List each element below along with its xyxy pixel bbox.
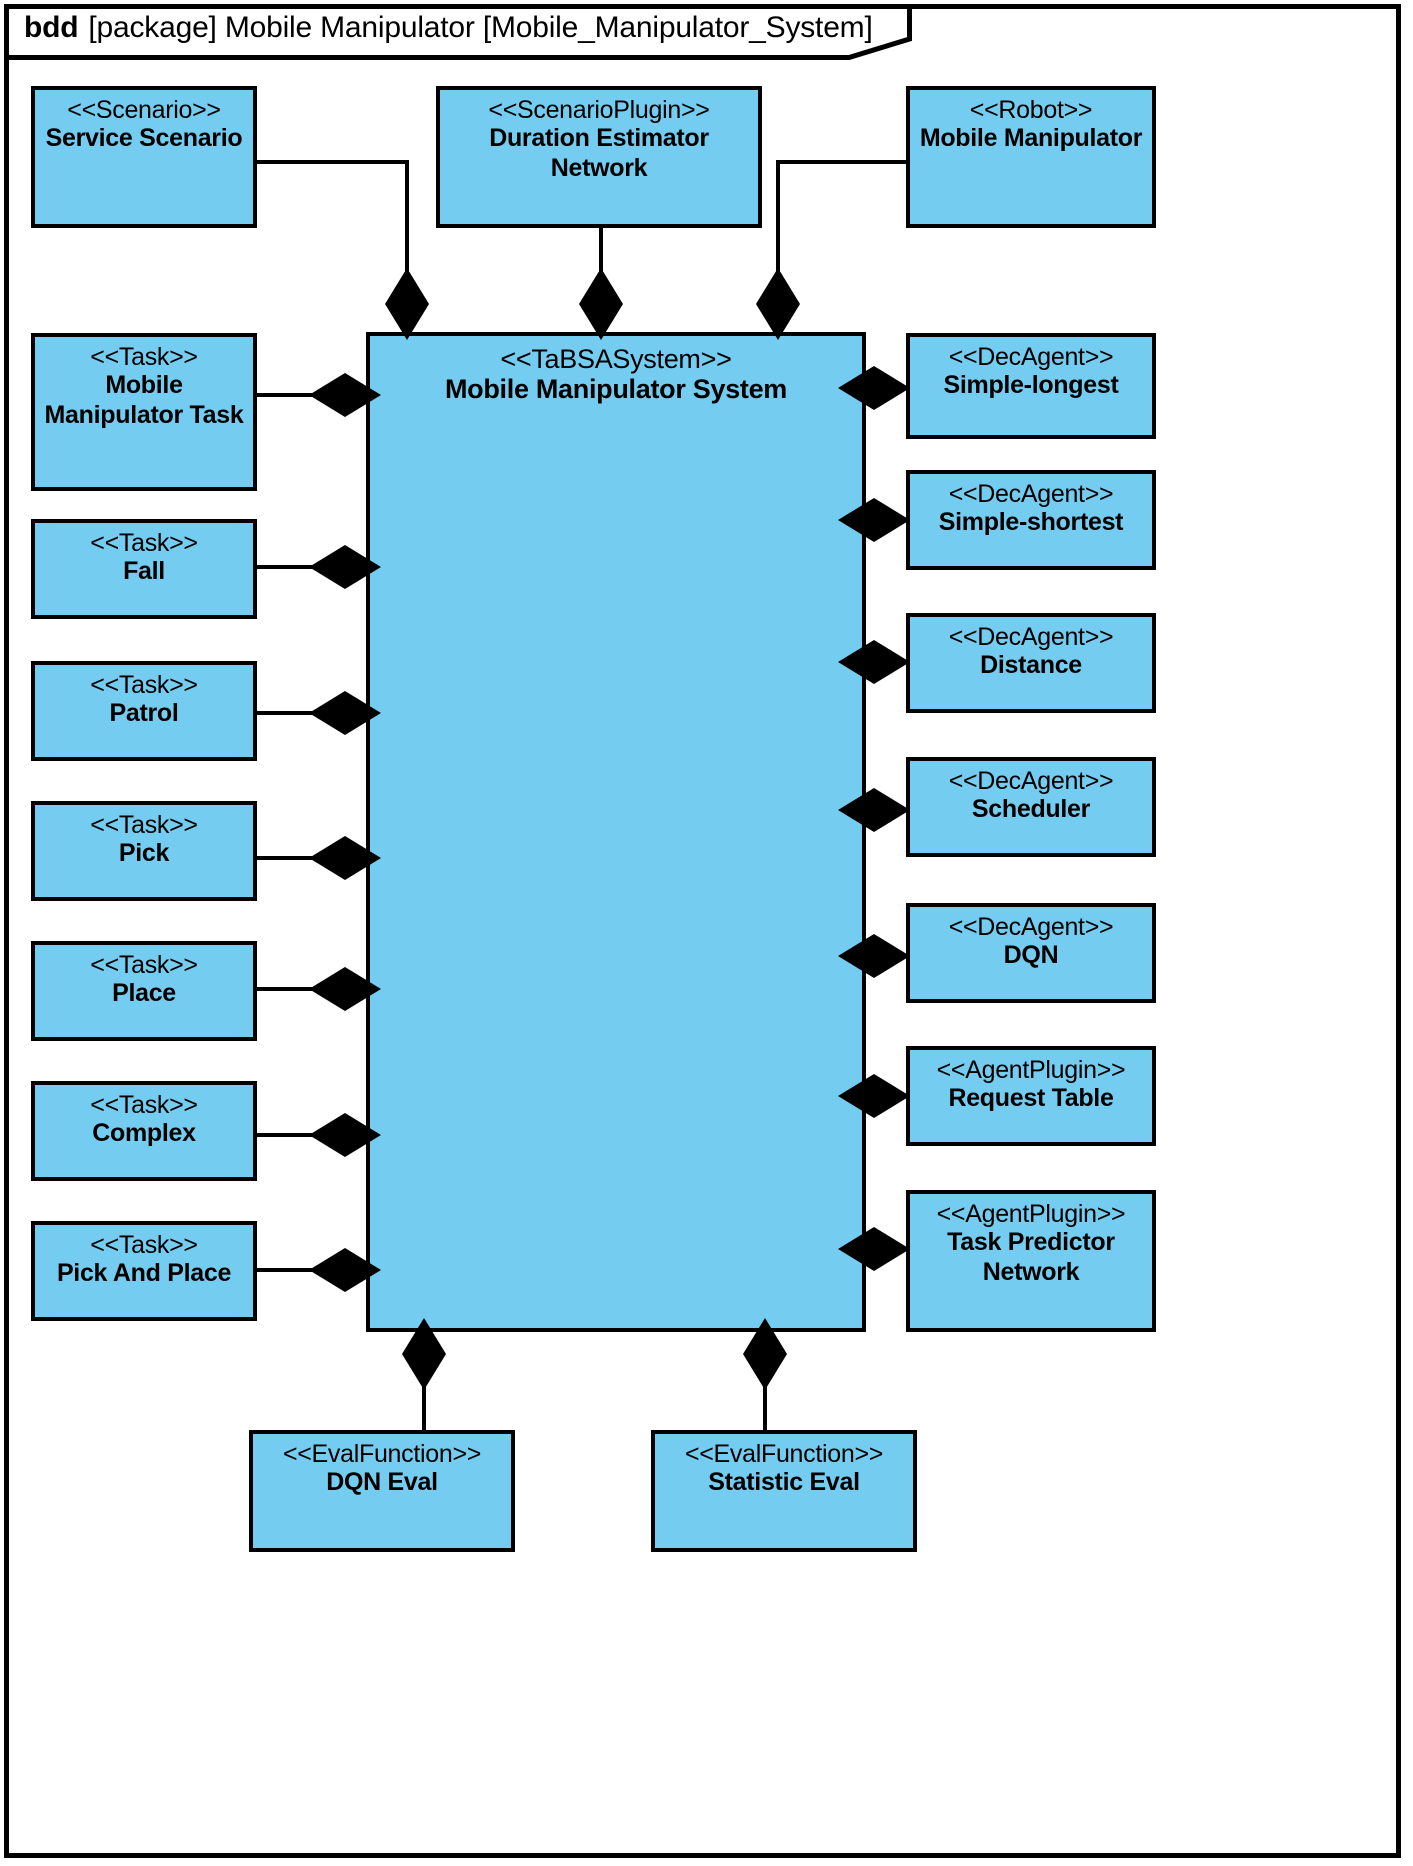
- block-stereotype: <<Task>>: [90, 951, 198, 979]
- block-name: Mobile Manipulator System: [444, 374, 788, 405]
- block-stereotype: <<DecAgent>>: [948, 623, 1114, 651]
- block-stereotype: <<DecAgent>>: [948, 767, 1114, 795]
- connector-task-fall: [257, 565, 315, 569]
- connector-task-mobile-manipulator-task: [257, 393, 315, 397]
- block-name: Place: [112, 979, 176, 1007]
- block-task-complex[interactable]: <<Task>> Complex: [31, 1081, 257, 1181]
- block-stereotype: <<Robot>>: [969, 96, 1093, 124]
- connector-task-pick-and-place: [257, 1268, 315, 1272]
- frame-header-label: bdd [package] Mobile Manipulator [Mobile…: [24, 0, 873, 56]
- block-task-pick-and-place[interactable]: <<Task>> Pick And Place: [31, 1221, 257, 1321]
- block-name: Mobile Manipulator: [919, 124, 1143, 152]
- connector-mobile-manipulator-vertical: [776, 160, 780, 282]
- block-mobile-manipulator-robot[interactable]: <<Robot>> Mobile Manipulator: [906, 86, 1156, 228]
- connector-eval-statistic-vertical: [763, 1382, 767, 1444]
- block-stereotype: <<EvalFunction>>: [282, 1440, 482, 1468]
- block-name: DQN Eval: [326, 1468, 438, 1496]
- diagram-kind-label: bdd: [24, 11, 79, 44]
- connector-task-patrol: [257, 711, 315, 715]
- block-name: Distance: [980, 651, 1082, 679]
- block-stereotype: <<AgentPlugin>>: [936, 1200, 1126, 1228]
- connector-task-complex: [257, 1133, 315, 1137]
- block-name: Pick And Place: [56, 1259, 232, 1287]
- block-stereotype: <<AgentPlugin>>: [936, 1056, 1126, 1084]
- connector-service-scenario-vertical: [405, 160, 409, 282]
- block-mobile-manipulator-system[interactable]: <<TaBSASystem>> Mobile Manipulator Syste…: [366, 332, 866, 1332]
- block-stereotype: <<TaBSASystem>>: [500, 344, 732, 374]
- block-name: Task Predictor Network: [947, 1228, 1115, 1286]
- block-stereotype: <<Task>>: [90, 671, 198, 699]
- block-name: Duration Estimator Network: [489, 124, 709, 182]
- connector-duration-estimator-vertical: [599, 228, 603, 282]
- diagram-title-label: [package] Mobile Manipulator [Mobile_Man…: [88, 11, 873, 44]
- block-task-fall[interactable]: <<Task>> Fall: [31, 519, 257, 619]
- block-task-place[interactable]: <<Task>> Place: [31, 941, 257, 1041]
- block-stereotype: <<DecAgent>>: [948, 913, 1114, 941]
- block-name: DQN: [1003, 941, 1059, 969]
- block-name: Simple-longest: [943, 371, 1119, 399]
- block-stereotype: <<Task>>: [90, 811, 198, 839]
- block-name: Patrol: [109, 699, 179, 727]
- block-stereotype: <<EvalFunction>>: [684, 1440, 884, 1468]
- block-stereotype: <<Task>>: [90, 529, 198, 557]
- connector-eval-dqn-vertical: [422, 1382, 426, 1444]
- block-stereotype: <<Scenario>>: [67, 96, 221, 124]
- block-name: Pick: [118, 839, 170, 867]
- block-name: Simple-shortest: [938, 508, 1124, 536]
- block-decagent-simple-longest[interactable]: <<DecAgent>> Simple-longest: [906, 333, 1156, 439]
- block-stereotype: <<DecAgent>>: [948, 480, 1114, 508]
- block-service-scenario[interactable]: <<Scenario>> Service Scenario: [31, 86, 257, 228]
- block-name: Fall: [123, 557, 165, 585]
- block-task-mobile-manipulator-task[interactable]: <<Task>> Mobile Manipulator Task: [31, 333, 257, 491]
- block-stereotype: <<Task>>: [90, 343, 198, 371]
- block-stereotype: <<Task>>: [90, 1091, 198, 1119]
- block-name: Request Table: [948, 1084, 1114, 1112]
- block-stereotype: <<Task>>: [90, 1231, 198, 1259]
- block-evalfunction-dqn-eval[interactable]: <<EvalFunction>> DQN Eval: [249, 1430, 515, 1552]
- block-stereotype: <<ScenarioPlugin>>: [488, 96, 710, 124]
- block-decagent-simple-shortest[interactable]: <<DecAgent>> Simple-shortest: [906, 470, 1156, 570]
- block-agentplugin-task-predictor-network[interactable]: <<AgentPlugin>> Task Predictor Network: [906, 1190, 1156, 1332]
- block-duration-estimator-network[interactable]: <<ScenarioPlugin>> Duration Estimator Ne…: [436, 86, 762, 228]
- connector-task-place: [257, 987, 315, 991]
- block-decagent-scheduler[interactable]: <<DecAgent>> Scheduler: [906, 757, 1156, 857]
- block-name: Mobile Manipulator Task: [44, 371, 244, 429]
- block-decagent-dqn[interactable]: <<DecAgent>> DQN: [906, 903, 1156, 1003]
- block-evalfunction-statistic-eval[interactable]: <<EvalFunction>> Statistic Eval: [651, 1430, 917, 1552]
- connector-task-pick: [257, 856, 315, 860]
- block-agentplugin-request-table[interactable]: <<AgentPlugin>> Request Table: [906, 1046, 1156, 1146]
- block-task-patrol[interactable]: <<Task>> Patrol: [31, 661, 257, 761]
- block-name: Complex: [92, 1119, 196, 1147]
- block-name: Scheduler: [971, 795, 1091, 823]
- connector-service-scenario-horizontal: [257, 160, 409, 164]
- block-task-pick[interactable]: <<Task>> Pick: [31, 801, 257, 901]
- block-stereotype: <<DecAgent>>: [948, 343, 1114, 371]
- block-name: Statistic Eval: [708, 1468, 860, 1496]
- block-decagent-distance[interactable]: <<DecAgent>> Distance: [906, 613, 1156, 713]
- connector-mobile-manipulator-horizontal: [776, 160, 908, 164]
- block-name: Service Scenario: [45, 124, 243, 152]
